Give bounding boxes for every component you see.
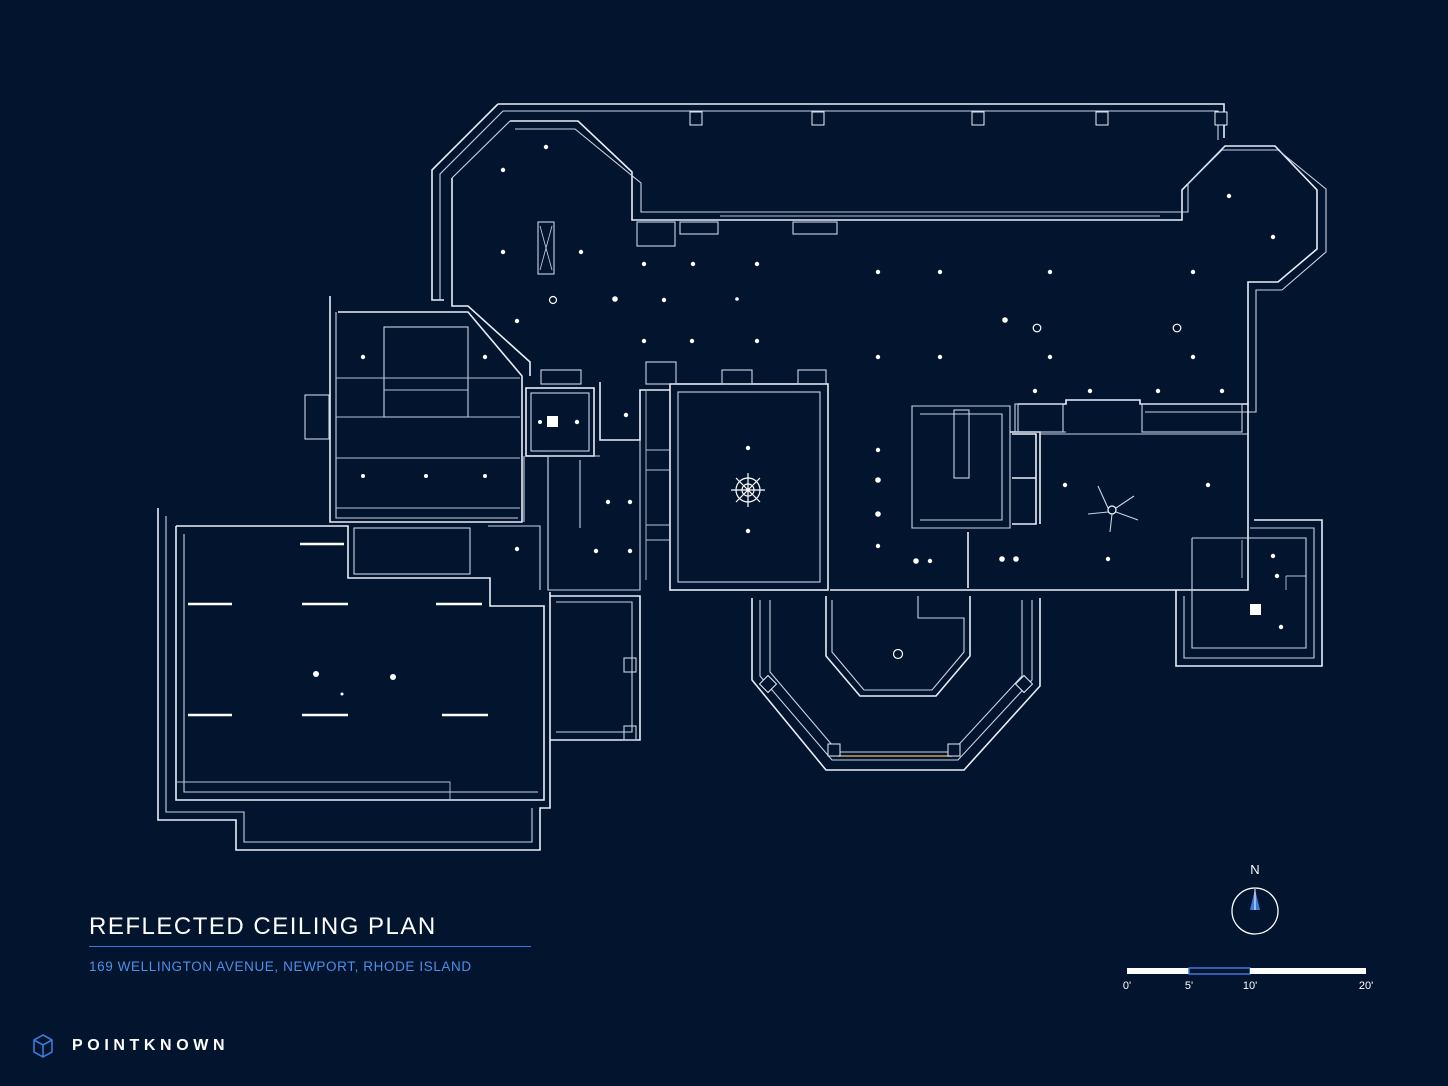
left-center-rooms — [304, 296, 595, 523]
scale-tick-0: 0' — [1122, 980, 1132, 992]
scale-bar-graphic — [1127, 967, 1366, 975]
cube-icon — [33, 1034, 53, 1058]
north-arrow: N — [1230, 862, 1280, 937]
scale-bar: 0' 5' 10' 20' — [1118, 965, 1388, 999]
title-block: REFLECTED CEILING PLAN 169 WELLINGTON AV… — [89, 913, 531, 974]
center-rooms — [523, 361, 829, 591]
address-subtitle: 169 WELLINGTON AVENUE, NEWPORT, RHODE IS… — [89, 959, 472, 974]
compass-icon — [1231, 887, 1279, 935]
brand-name: POINTKNOWN — [72, 1037, 230, 1054]
scale-tick-20: 20' — [1358, 980, 1374, 992]
large-west-room — [157, 508, 551, 851]
main-hall-walls — [431, 103, 1327, 413]
scale-tick-5: 5' — [1184, 980, 1194, 992]
north-label: N — [1250, 862, 1260, 877]
chandelier-icon — [731, 473, 765, 507]
page-title: REFLECTED CEILING PLAN — [89, 913, 531, 947]
recessed-light-strips — [188, 542, 488, 717]
recessed-lights — [313, 144, 1284, 696]
south-corridor — [550, 595, 641, 741]
northeast-small-room — [1175, 519, 1323, 667]
ceiling-fan-icon — [1087, 485, 1139, 533]
octagonal-bay — [751, 596, 1041, 771]
brand-logo: POINTKNOWN — [32, 1033, 229, 1059]
right-center-rooms — [830, 403, 1249, 591]
scale-tick-10: 10' — [1242, 980, 1258, 992]
large-downlights — [548, 295, 1182, 333]
